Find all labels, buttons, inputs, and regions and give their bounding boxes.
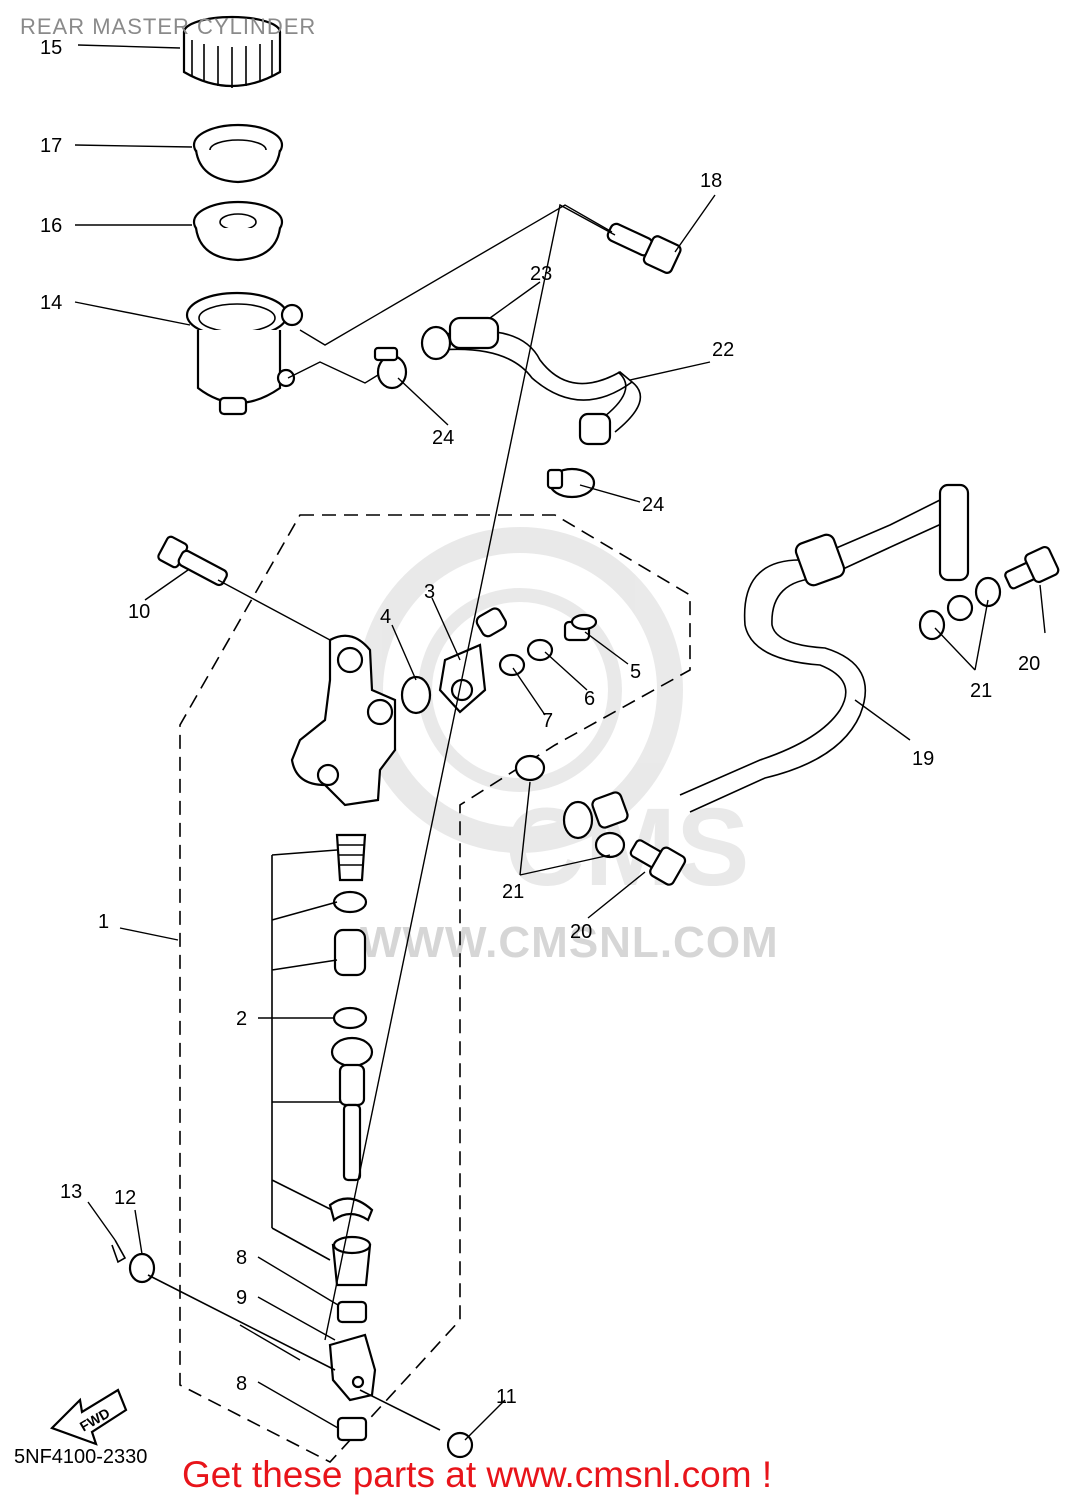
callout-17: 17	[40, 135, 62, 157]
hose-clip-upper	[373, 346, 408, 390]
callout-7: 7	[542, 710, 553, 732]
joint-washer-7	[498, 653, 526, 677]
reservoir-bolt	[606, 222, 682, 274]
fwd-arrow: FWD	[50, 1388, 128, 1446]
callout-4: 4	[380, 606, 391, 628]
o-ring	[400, 675, 432, 715]
callout-24-upper: 24	[432, 427, 454, 449]
lock-nut-lower	[336, 1416, 368, 1442]
diaphragm-holder	[192, 200, 284, 262]
callout-23: 23	[530, 263, 552, 285]
copper-washer-lower-1	[514, 754, 546, 782]
watermark-url: WWW.CMSNL.COM	[360, 918, 779, 967]
pin-washer	[128, 1252, 156, 1284]
callout-2: 2	[236, 1008, 247, 1030]
callout-20-lower: 20	[570, 921, 592, 943]
callout-24-lower: 24	[642, 494, 664, 516]
promo-banner[interactable]: Get these parts at www.cmsnl.com !	[182, 1454, 773, 1495]
watermark-logo-text: CMS	[505, 786, 749, 909]
mounting-bolt	[157, 535, 228, 587]
reservoir-hose	[420, 316, 642, 446]
brake-hose	[562, 483, 974, 840]
callout-18: 18	[700, 170, 722, 192]
reservoir-link-line	[287, 204, 613, 384]
reservoir-tank	[185, 291, 304, 416]
callout-10: 10	[128, 601, 150, 623]
callout-16: 16	[40, 215, 62, 237]
callout-9: 9	[236, 1287, 247, 1309]
callout-19: 19	[912, 748, 934, 770]
callout-12: 12	[114, 1187, 136, 1209]
hose-clip-lower	[546, 467, 596, 499]
callout-3: 3	[424, 581, 435, 603]
leader-lines	[74, 44, 1046, 1441]
reservoir-cap	[182, 15, 282, 88]
union-bolt-upper	[1004, 545, 1060, 590]
clevis	[328, 1333, 377, 1402]
pin-axis-line	[147, 1274, 336, 1371]
callout-6: 6	[584, 688, 595, 710]
callout-22: 22	[712, 339, 734, 361]
callout-8-lower: 8	[236, 1373, 247, 1395]
diaphragm	[192, 123, 284, 184]
kit-bracket	[271, 849, 340, 1261]
callout-5: 5	[630, 661, 641, 683]
diagram-title: REAR MASTER CYLINDER	[20, 14, 317, 39]
callout-20-upper: 20	[1018, 653, 1040, 675]
callout-8-upper: 8	[236, 1247, 247, 1269]
diagram-code: 5NF4100-2330	[14, 1446, 148, 1468]
copper-washer-upper-1	[918, 609, 946, 641]
cotter-pin	[111, 1239, 127, 1264]
callout-11: 11	[496, 1386, 517, 1408]
union-bolt-lower	[629, 839, 687, 886]
joint-screw	[563, 613, 598, 642]
callout-21-lower: 21	[502, 881, 524, 903]
callout-15: 15	[40, 37, 62, 59]
callout-14: 14	[40, 292, 62, 314]
lock-nut-upper	[336, 1300, 368, 1324]
callout-labels: 15 17 16 14 18 23 22 24 24 10 4 3 5 6 7 …	[40, 37, 1040, 1408]
copper-washer-lower-2	[594, 831, 626, 859]
callout-13: 13	[60, 1181, 82, 1203]
callout-21-upper: 21	[970, 680, 992, 702]
master-cylinder-body	[290, 634, 397, 807]
callout-1: 1	[98, 911, 109, 933]
copper-washer-upper-2	[974, 576, 1002, 608]
assembly-outline	[179, 514, 691, 1463]
clevis-pin	[359, 1389, 474, 1459]
joint-washer-6	[526, 638, 554, 662]
